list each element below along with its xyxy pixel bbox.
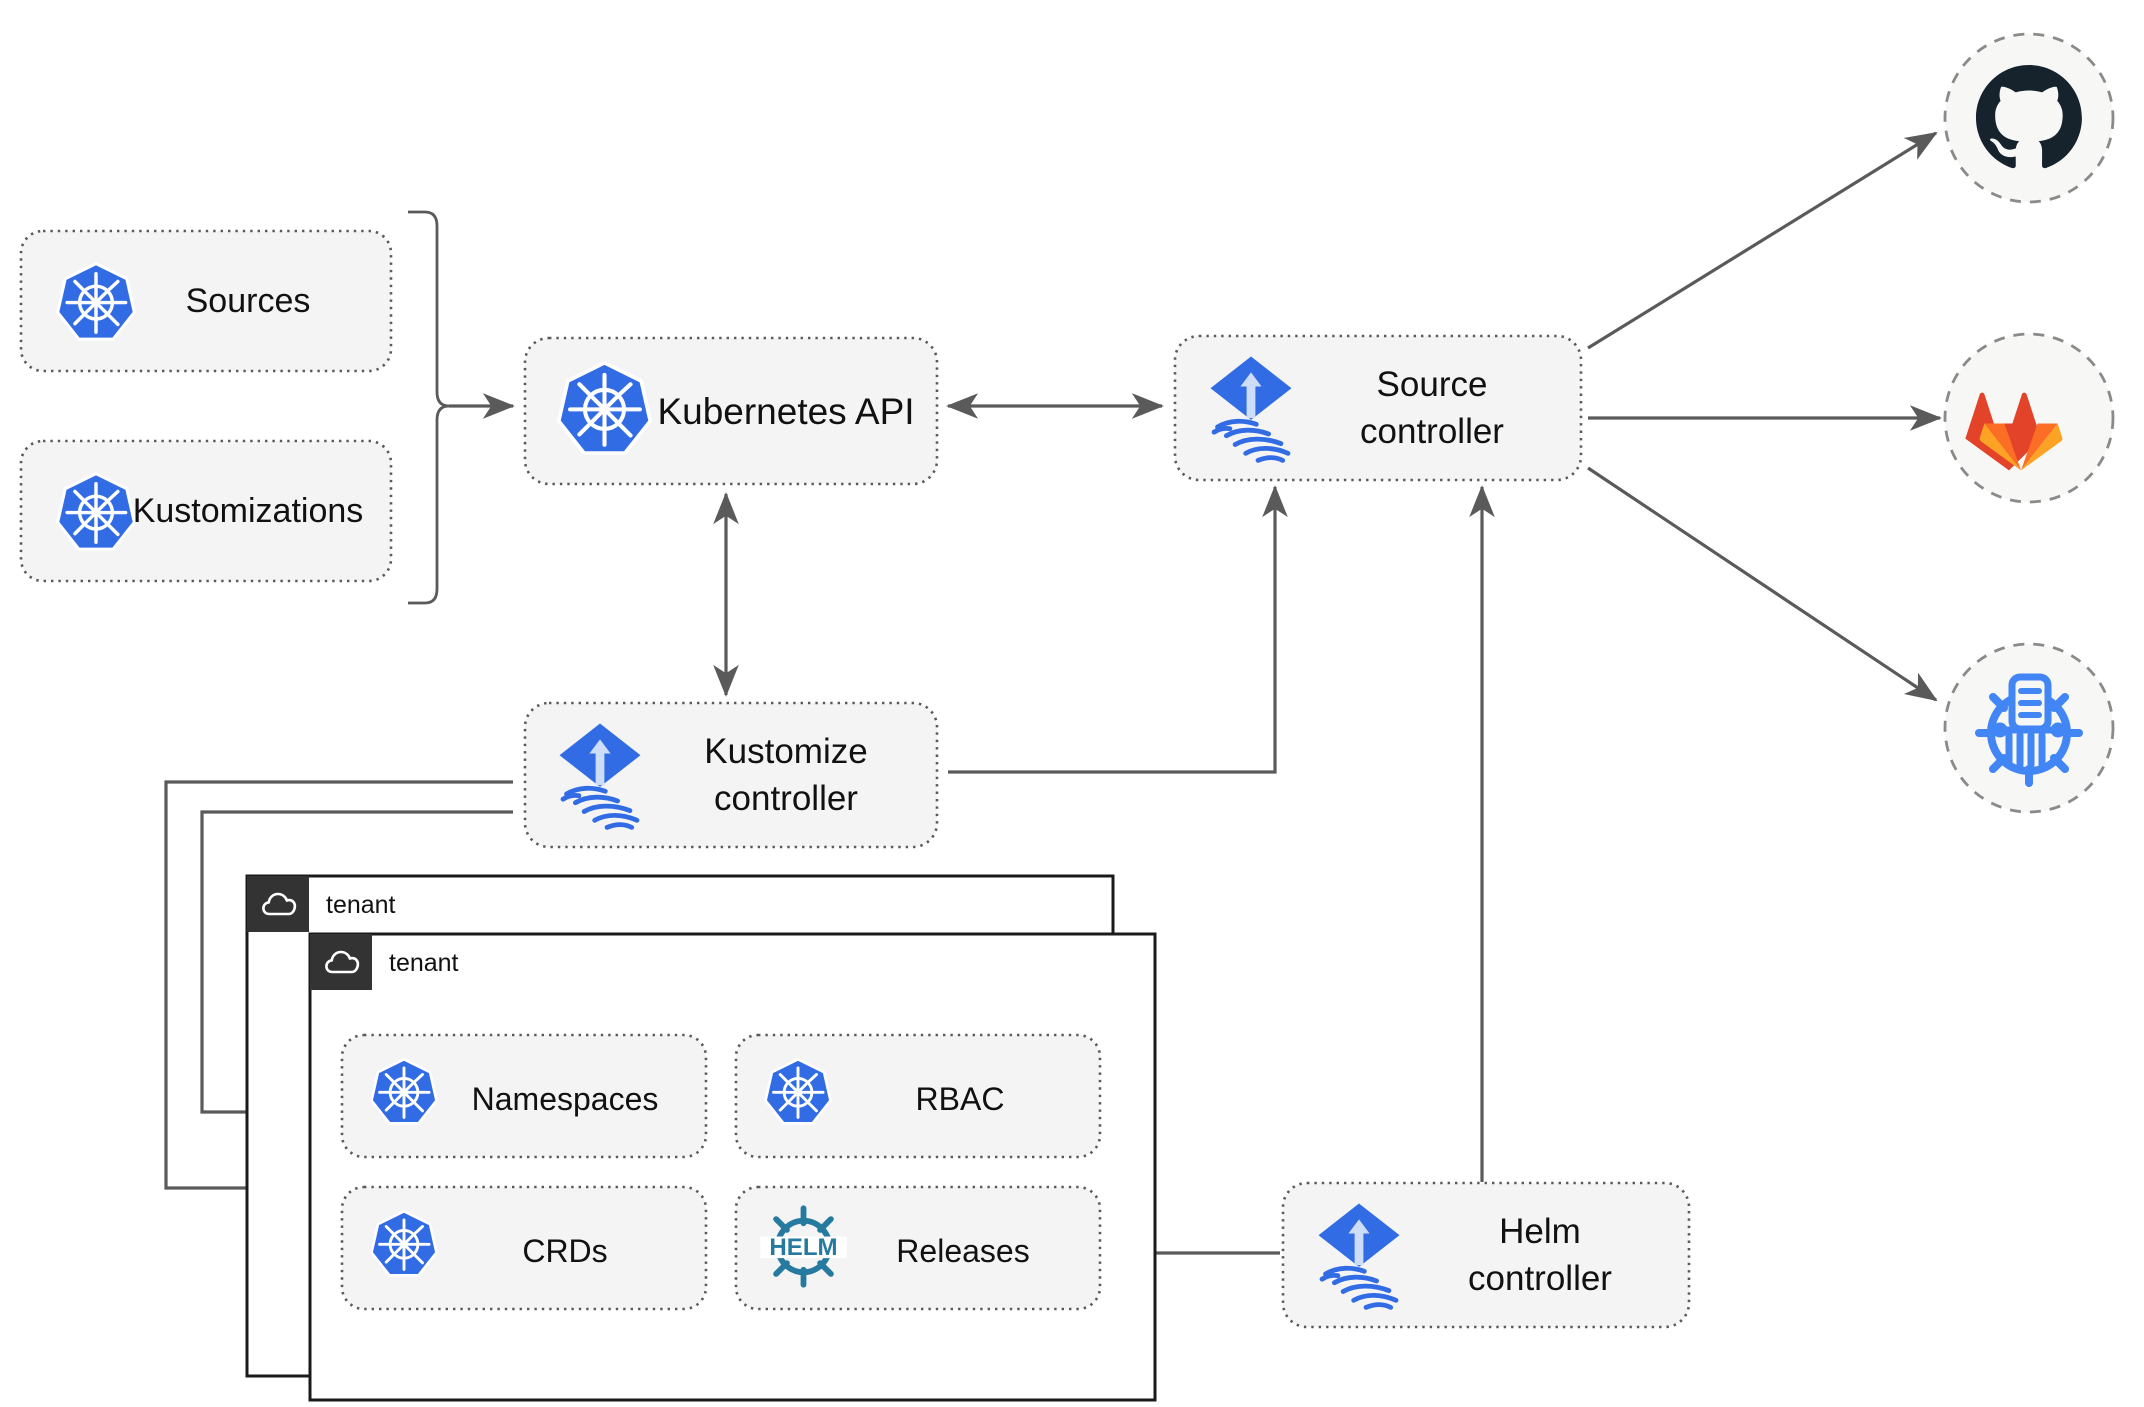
node-namespaces-label: Namespaces (472, 1081, 659, 1117)
tenant-outer-label: tenant (326, 891, 396, 919)
tenant-inner[interactable]: tenant (308, 932, 1157, 1402)
node-helm-controller[interactable]: Helm controller (1281, 1181, 1691, 1329)
github-icon (1976, 65, 2082, 169)
node-rbac-label: RBAC (916, 1081, 1005, 1117)
node-releases[interactable]: Releases (734, 1185, 1102, 1311)
node-kubernetes-api[interactable]: Kubernetes API (523, 336, 939, 486)
node-source-controller-label-line1: Source (1377, 365, 1488, 404)
edge-kustomize-controller-to-tenant-outer (164, 780, 513, 1201)
node-rbac[interactable]: RBAC (734, 1033, 1102, 1159)
bucket-icon (1975, 673, 2083, 787)
tenant-inner-icon-box (310, 934, 372, 990)
tenant-outer-icon-box (247, 876, 309, 932)
gitlab-icon (1965, 392, 2063, 471)
cloud-icon (325, 950, 360, 974)
node-sources-label: Sources (186, 282, 311, 320)
edge-kustomize-controller-to-source-controller (948, 485, 1288, 774)
edge-source-controller-to-github (1587, 131, 1938, 350)
node-kustomizations-label: Kustomizations (133, 492, 364, 530)
node-source-controller[interactable]: Source controller (1173, 334, 1583, 482)
edge-source-controller-to-bucket (1587, 466, 1938, 702)
node-sources[interactable]: Sources (19, 229, 393, 373)
node-kustomizations[interactable]: Kustomizations (19, 439, 393, 583)
node-kustomize-controller-label-line1: Kustomize (704, 732, 867, 771)
node-gitlab[interactable] (1943, 332, 2115, 504)
node-releases-label: Releases (896, 1233, 1029, 1269)
node-kubernetes-api-label: Kubernetes API (657, 391, 914, 432)
node-helm-controller-label-line1: Helm (1499, 1212, 1581, 1251)
cloud-icon (262, 892, 297, 916)
node-bucket[interactable] (1943, 642, 2115, 814)
node-source-controller-label-line2: controller (1360, 412, 1504, 451)
node-crds[interactable]: CRDs (340, 1185, 708, 1311)
helm-icon (760, 1208, 846, 1284)
node-helm-controller-label-line2: controller (1468, 1259, 1612, 1298)
node-namespaces[interactable]: Namespaces (340, 1033, 708, 1159)
node-kustomize-controller-label-line2: controller (714, 779, 858, 818)
node-kustomize-controller[interactable]: Kustomize controller (523, 701, 939, 849)
tenant-inner-label: tenant (389, 949, 459, 977)
node-github[interactable] (1943, 32, 2115, 204)
node-crds-label: CRDs (522, 1233, 607, 1269)
